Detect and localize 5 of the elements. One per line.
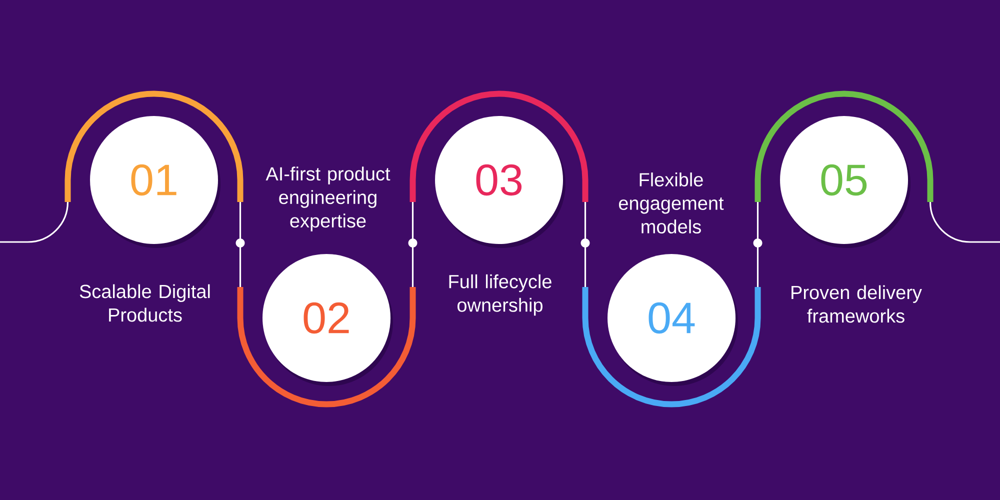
step-label: AI-first product engineering expertise <box>266 166 390 232</box>
step-label: Scalable Digital Products <box>80 284 210 322</box>
step-label: Flexible engagement models <box>619 172 724 234</box>
step-label: Full lifecycle ownership <box>449 274 552 316</box>
step-label: Proven delivery frameworks <box>792 285 922 323</box>
